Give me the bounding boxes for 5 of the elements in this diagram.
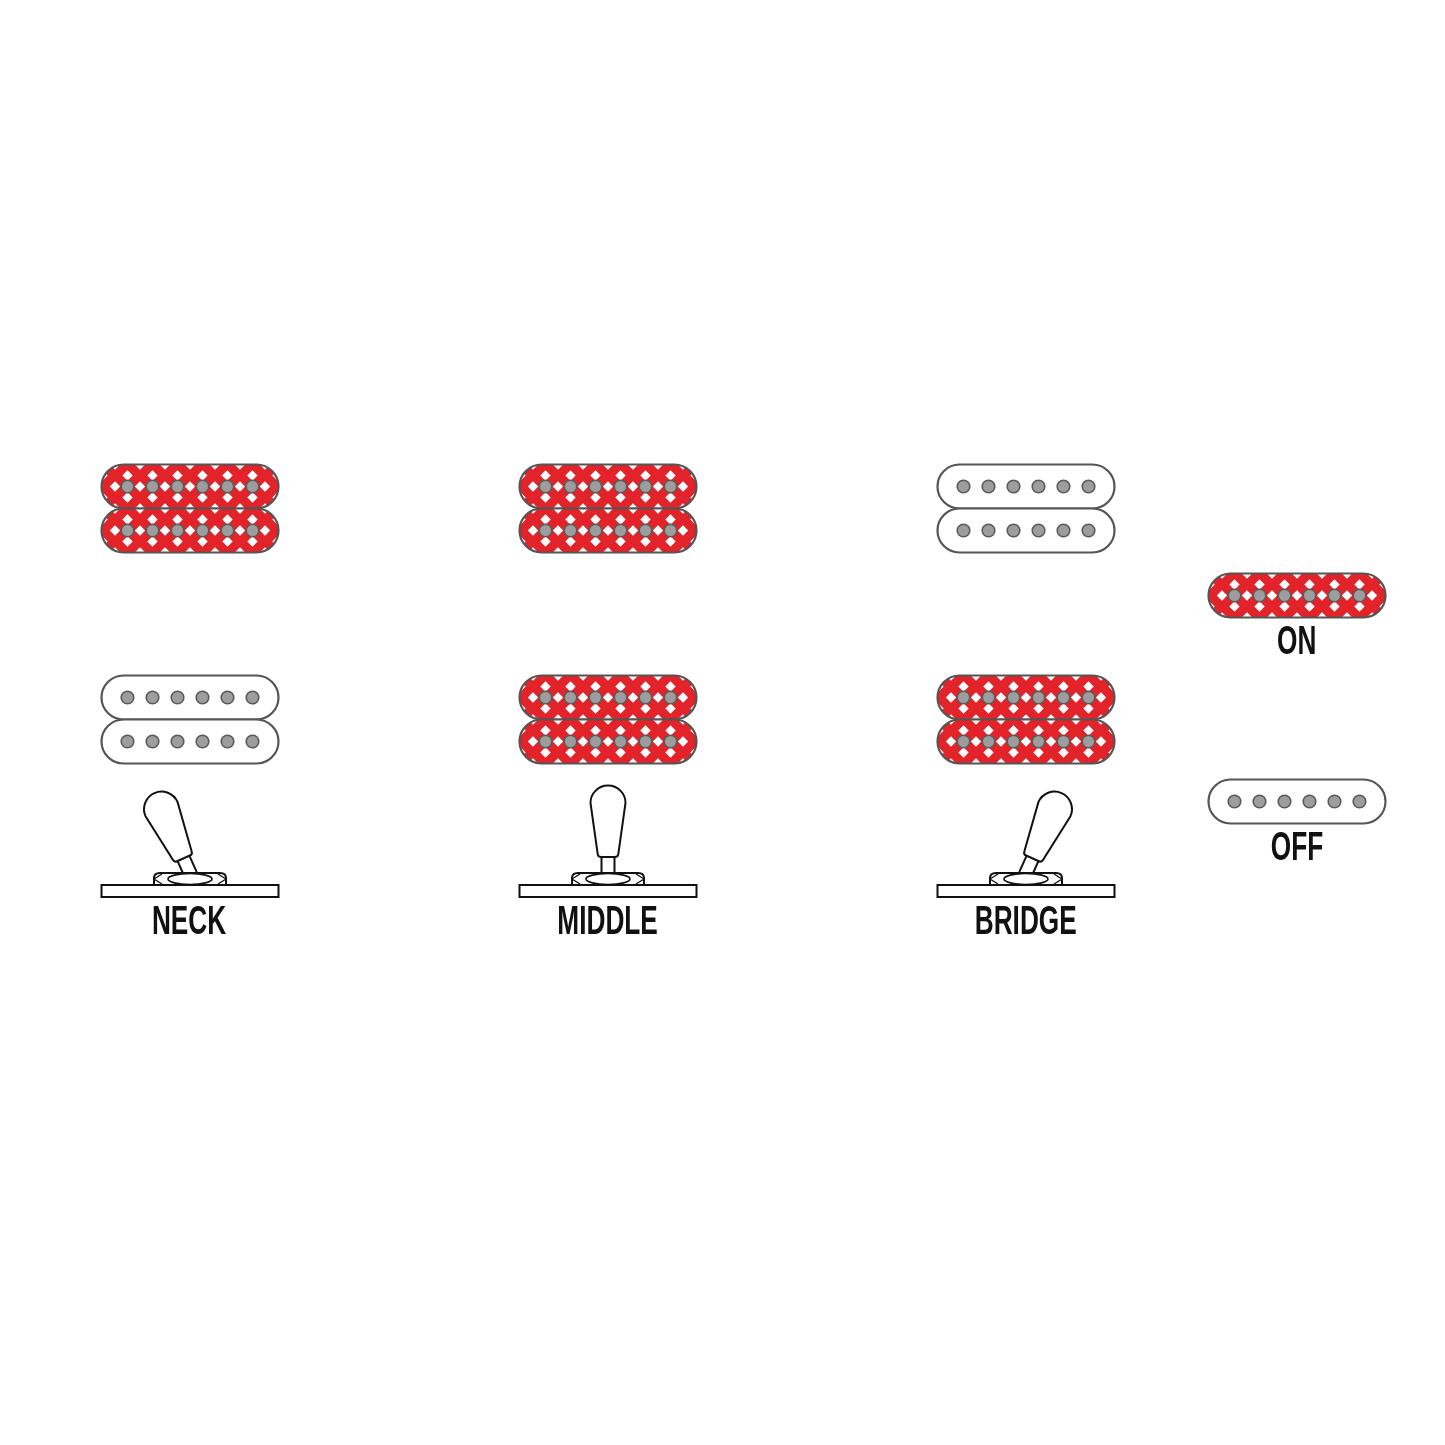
legend-label: OFF bbox=[1270, 825, 1324, 867]
switch-position-label: NECK bbox=[152, 900, 227, 941]
switch-position-label: MIDDLE bbox=[557, 900, 658, 941]
legend-label: ON bbox=[1277, 619, 1317, 661]
switch-position-label: BRIDGE bbox=[974, 900, 1077, 941]
